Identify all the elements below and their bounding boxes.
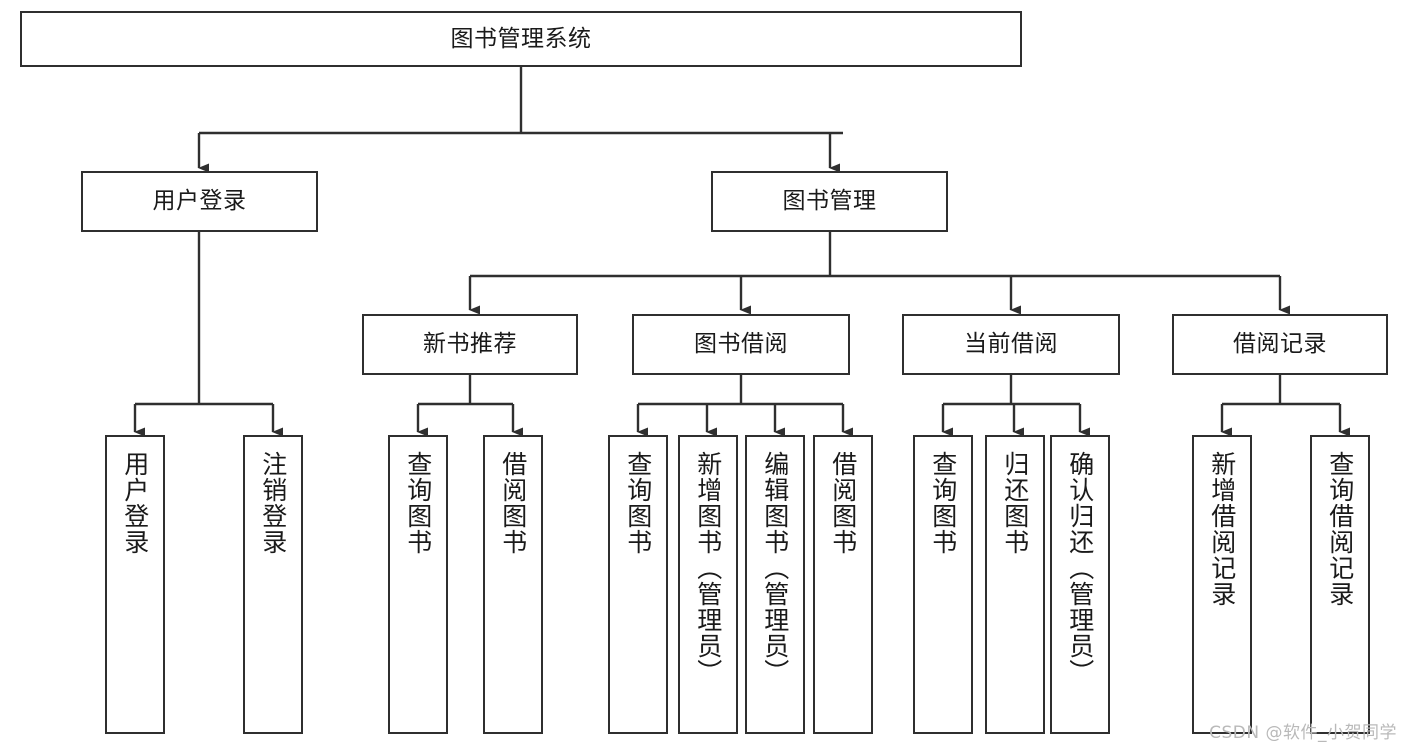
node-book-manage[interactable]: 图书管理 <box>711 171 948 232</box>
node-leaf-book-borrow-2[interactable]: 编辑图书（管理员） <box>745 435 805 734</box>
node-leaf-book-borrow-0[interactable]: 查询图书 <box>608 435 668 734</box>
node-borrow-record[interactable]: 借阅记录 <box>1172 314 1388 375</box>
node-leaf-label: 借阅图书 <box>828 451 858 555</box>
node-root[interactable]: 图书管理系统 <box>20 11 1022 67</box>
node-borrow-record-label: 借阅记录 <box>1233 331 1327 358</box>
node-leaf-label: 查询借阅记录 <box>1325 451 1355 607</box>
node-leaf-label: 借阅图书 <box>498 451 528 555</box>
node-user-login-label: 用户登录 <box>152 188 247 215</box>
node-book-borrow[interactable]: 图书借阅 <box>632 314 850 375</box>
node-leaf-label: 新增借阅记录 <box>1207 451 1237 607</box>
node-leaf-label: 注销登录 <box>258 451 288 555</box>
node-new-book-recommend-label: 新书推荐 <box>423 331 517 358</box>
node-leaf-label: 用户登录 <box>120 451 150 555</box>
node-book-borrow-label: 图书借阅 <box>694 331 788 358</box>
node-leaf-label: 查询图书 <box>623 451 653 555</box>
node-leaf-borrow-record-0[interactable]: 新增借阅记录 <box>1192 435 1252 734</box>
node-leaf-new-book-0[interactable]: 查询图书 <box>388 435 448 734</box>
node-leaf-user-login-1[interactable]: 注销登录 <box>243 435 303 734</box>
node-leaf-label: 查询图书 <box>928 451 958 555</box>
node-leaf-current-borrow-2[interactable]: 确认归还（管理员） <box>1050 435 1110 734</box>
csdn-watermark: CSDN @软件_小贺同学 <box>1209 723 1397 743</box>
node-user-login[interactable]: 用户登录 <box>81 171 318 232</box>
node-current-borrow-label: 当前借阅 <box>964 331 1058 358</box>
node-leaf-book-borrow-1[interactable]: 新增图书（管理员） <box>678 435 738 734</box>
node-leaf-label: 新增图书（管理员） <box>693 451 723 685</box>
node-leaf-new-book-1[interactable]: 借阅图书 <box>483 435 543 734</box>
node-leaf-current-borrow-0[interactable]: 查询图书 <box>913 435 973 734</box>
node-leaf-label: 确认归还（管理员） <box>1065 451 1095 685</box>
node-leaf-label: 归还图书 <box>1000 451 1030 555</box>
node-leaf-borrow-record-1[interactable]: 查询借阅记录 <box>1310 435 1370 734</box>
node-new-book-recommend[interactable]: 新书推荐 <box>362 314 578 375</box>
node-book-manage-label: 图书管理 <box>782 188 877 215</box>
node-leaf-book-borrow-3[interactable]: 借阅图书 <box>813 435 873 734</box>
node-leaf-user-login-0[interactable]: 用户登录 <box>105 435 165 734</box>
node-root-label: 图书管理系统 <box>450 25 592 52</box>
node-leaf-current-borrow-1[interactable]: 归还图书 <box>985 435 1045 734</box>
node-current-borrow[interactable]: 当前借阅 <box>902 314 1120 375</box>
node-leaf-label: 编辑图书（管理员） <box>760 451 790 685</box>
node-leaf-label: 查询图书 <box>403 451 433 555</box>
